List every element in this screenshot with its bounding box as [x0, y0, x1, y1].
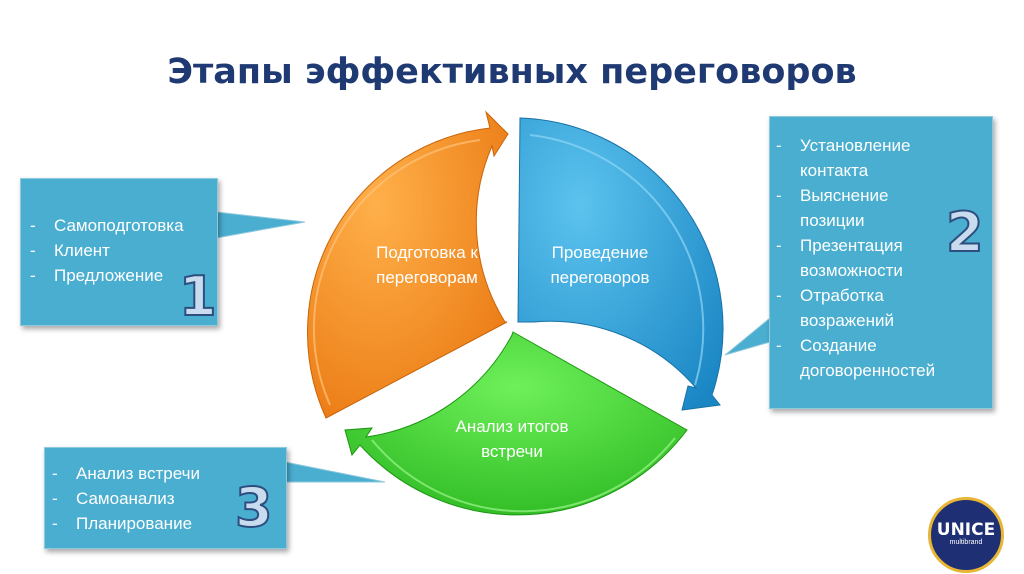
- callout-stage-2: -Установление контакта -Выяснение позици…: [769, 116, 993, 409]
- list-item: -Установление контакта: [776, 136, 911, 180]
- list-item: -Предложение: [30, 266, 164, 285]
- brand-logo: UNICE multibrand: [928, 497, 1004, 573]
- list-item: -Создание договоренностей: [776, 336, 936, 380]
- list-item: -Отработка возражений: [776, 286, 895, 330]
- list-item: -Самоанализ: [52, 489, 175, 508]
- callout-1-pointer: [215, 211, 306, 239]
- list-item: -Самоподготовка: [30, 216, 184, 235]
- list-item: -Презентация возможности: [776, 236, 903, 280]
- logo-subtitle: multibrand: [949, 539, 983, 546]
- segment-preparation: [307, 110, 509, 419]
- page-title: Этапы эффективных переговоров: [167, 52, 857, 92]
- callout-3-pointer: [284, 461, 386, 483]
- list-item: -Клиент: [30, 241, 110, 260]
- stage-number-1: 1: [178, 264, 218, 329]
- callout-2-pointer: [724, 316, 771, 356]
- callout-stage-3: -Анализ встречи -Самоанализ -Планировани…: [44, 447, 287, 549]
- list-item: -Планирование: [52, 514, 193, 533]
- segment-negotiation: [517, 117, 724, 411]
- logo-name: UNICE: [936, 520, 996, 540]
- list-item: -Выяснение позиции: [776, 186, 889, 230]
- segment-label-negotiation: Проведение переговоров: [550, 243, 650, 287]
- stage-number-3: 3: [234, 475, 274, 540]
- segment-label-preparation: Подготовка к переговорам: [376, 243, 478, 287]
- segment-analysis: [344, 331, 688, 516]
- callout-stage-1: -Самоподготовка -Клиент -Предложение 1: [20, 178, 218, 329]
- segment-label-analysis: Анализ итогов встречи: [455, 417, 569, 461]
- stage-number-2: 2: [945, 200, 985, 265]
- list-item: -Анализ встречи: [52, 464, 200, 483]
